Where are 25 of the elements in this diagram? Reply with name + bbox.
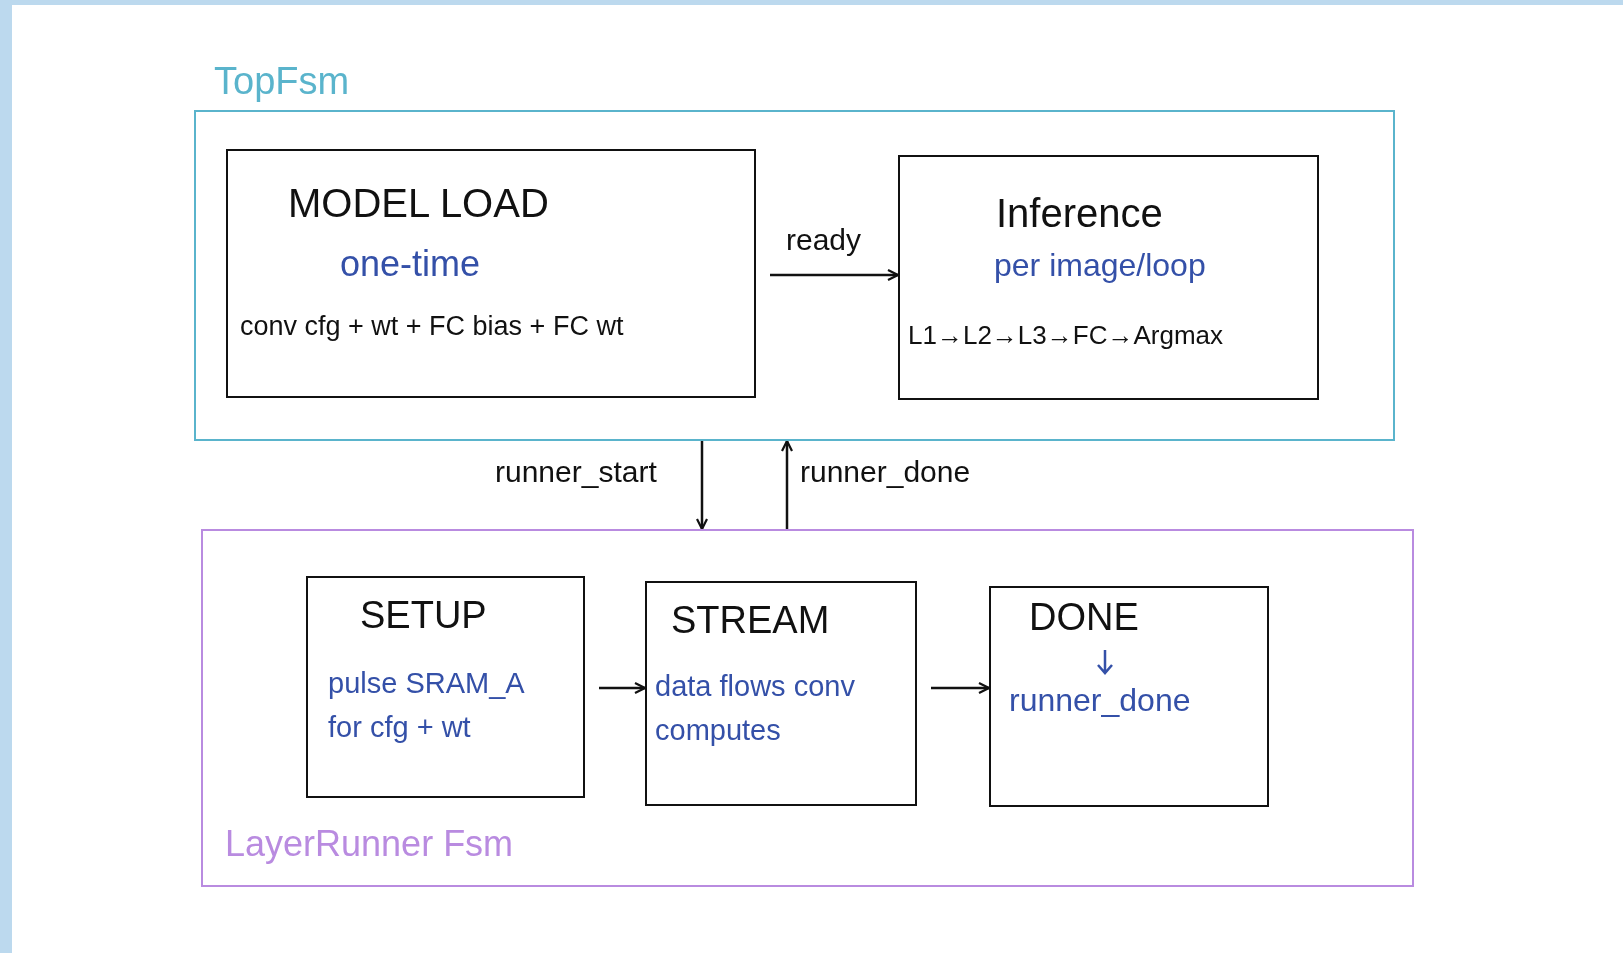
state-title: STREAM xyxy=(671,599,830,642)
state-title: MODEL LOAD xyxy=(288,181,549,226)
state-note: per image/loop xyxy=(994,247,1206,284)
arrow xyxy=(770,268,900,282)
state-box xyxy=(226,149,756,398)
state-title: DONE xyxy=(1029,596,1139,639)
state-title: Inference xyxy=(996,191,1163,236)
state-description: data flows conv computes xyxy=(655,669,856,748)
arrow xyxy=(780,439,794,529)
arrow xyxy=(599,681,647,695)
state-box xyxy=(645,581,917,806)
state-box xyxy=(989,586,1269,807)
state-title: SETUP xyxy=(360,594,487,637)
frame-title: LayerRunner Fsm xyxy=(225,823,514,865)
arrow xyxy=(931,681,991,695)
frame-title: TopFsm xyxy=(214,60,350,103)
state-machine-frame xyxy=(201,529,1414,887)
state-description: L1→L2→L3→FC→Argmax xyxy=(908,320,1223,351)
state-description: runner_done xyxy=(1009,682,1191,719)
state-box xyxy=(898,155,1319,400)
state-description: pulse SRAM_A for cfg + wt xyxy=(328,666,525,745)
state-note: one-time xyxy=(340,243,481,285)
arrow xyxy=(695,441,709,531)
state-description: conv cfg + wt + FC bias + FC wt xyxy=(240,311,624,342)
state-box xyxy=(306,576,585,798)
